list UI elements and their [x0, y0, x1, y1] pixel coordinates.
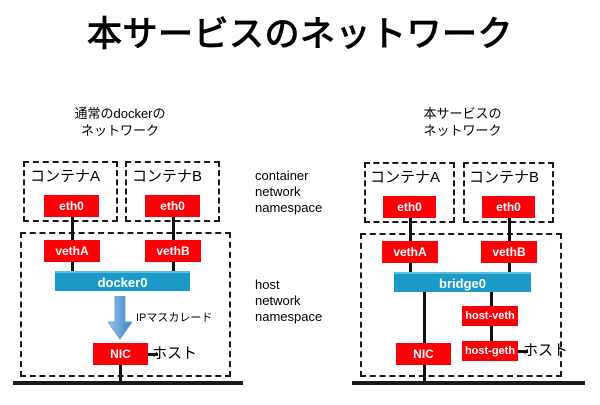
- left-container-b-eth0: eth0: [145, 195, 200, 217]
- left-ground-line: [13, 381, 243, 385]
- left-container-a-box: [23, 161, 118, 222]
- right-link-etha-vetha: [409, 215, 412, 245]
- left-link-vetha-bridge: [71, 259, 74, 275]
- right-column-heading: 本サービスの ネットワーク: [375, 105, 550, 139]
- right-veth-b: vethB: [481, 241, 537, 263]
- right-nic: NIC: [396, 343, 451, 365]
- left-bridge-docker0: docker0: [55, 271, 190, 291]
- host-ns-line2: network: [255, 293, 301, 308]
- left-container-b-title: コンテナB: [132, 168, 203, 185]
- right-link-vethb-bridge: [508, 260, 511, 276]
- host-namespace-label: host network namespace: [255, 277, 322, 325]
- right-host-namespace-box: [360, 233, 562, 377]
- left-heading-line2: ネットワーク: [80, 123, 159, 138]
- left-host-namespace-box: [20, 232, 231, 377]
- left-nic: NIC: [93, 343, 148, 365]
- page-title: 本サービスのネットワーク: [86, 15, 513, 54]
- left-veth-a: vethA: [44, 240, 100, 262]
- left-link-vethb-bridge: [172, 259, 175, 275]
- left-column-heading: 通常のdockerの ネットワーク: [30, 105, 210, 139]
- right-link-vetha-bridge: [409, 260, 412, 276]
- left-link-nic-ground: [119, 363, 122, 384]
- container-ns-line2: network: [255, 184, 301, 199]
- right-heading-line2: ネットワーク: [423, 123, 502, 138]
- right-container-b-title: コンテナB: [469, 169, 540, 186]
- right-link-bridge-nic: [423, 291, 426, 343]
- right-link-bridge-hostveth: [490, 291, 493, 307]
- right-container-a-eth0: eth0: [383, 196, 436, 218]
- right-host-veth: host-veth: [462, 306, 518, 326]
- host-ns-line1: host: [255, 277, 280, 292]
- left-veth-b: vethB: [145, 240, 201, 262]
- right-link-nic-ground: [423, 363, 426, 384]
- right-ground-line: [352, 381, 585, 385]
- right-container-a-title: コンテナA: [370, 169, 441, 186]
- right-link-ethb-vethb: [508, 215, 511, 245]
- left-link-etha-vetha: [71, 214, 74, 244]
- right-container-b-eth0: eth0: [482, 196, 535, 218]
- right-bridge-bridge0: bridge0: [394, 272, 531, 292]
- container-namespace-label: container network namespace: [255, 168, 322, 216]
- left-nic-host-tick: [146, 353, 158, 356]
- container-ns-line1: container: [255, 168, 309, 183]
- left-host-label: ホスト: [152, 345, 198, 362]
- left-ip-masquerade-label: IPマスカレード: [136, 312, 213, 324]
- container-ns-line3: namespace: [255, 200, 323, 215]
- left-container-a-eth0: eth0: [44, 195, 99, 217]
- right-hostgeth-host-tick: [516, 350, 528, 353]
- right-host-label: ホスト: [523, 342, 569, 359]
- left-heading-line1: 通常のdockerの: [74, 106, 166, 121]
- left-link-ethb-vethb: [172, 214, 175, 244]
- left-container-a-title: コンテナA: [30, 168, 101, 185]
- right-veth-a: vethA: [382, 241, 438, 263]
- right-link-hostveth-hostgeth: [490, 324, 493, 342]
- host-ns-line3: namespace: [255, 309, 323, 324]
- right-heading-line1: 本サービスの: [423, 106, 502, 121]
- left-ip-masquerade-arrow: [107, 296, 133, 340]
- right-host-geth: host-geth: [462, 341, 518, 361]
